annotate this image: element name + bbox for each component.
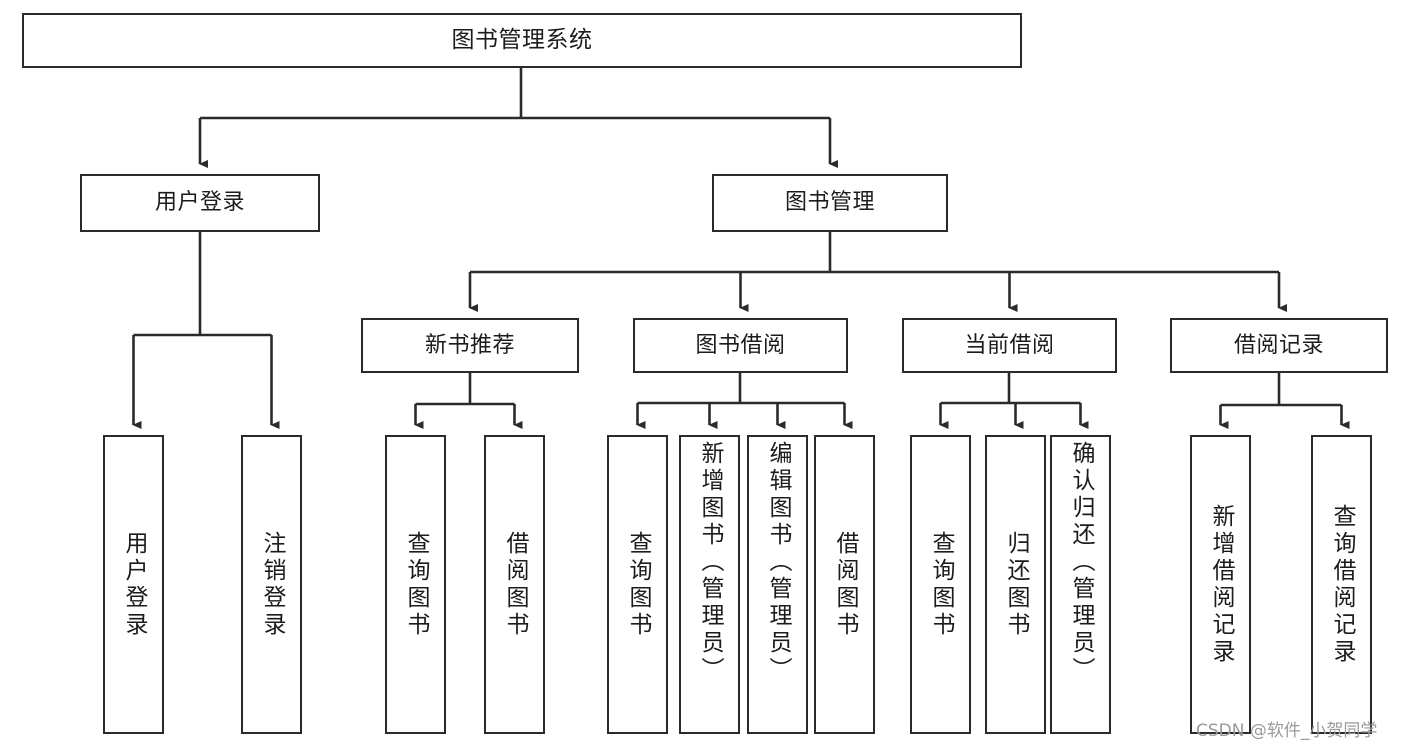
node-leaf-query-book-2[interactable]: 查询图书: [607, 435, 668, 734]
node-label: 新书推荐: [424, 332, 515, 358]
node-label: 借阅图书: [502, 530, 528, 639]
node-leaf-add-book[interactable]: 新增图书（管理员）: [679, 435, 740, 734]
node-label: 图书借阅: [695, 332, 786, 358]
node-label: 查询借阅记录: [1329, 503, 1355, 666]
node-leaf-borrow-book-2[interactable]: 借阅图书: [814, 435, 875, 734]
node-label: 用户登录: [121, 530, 147, 639]
node-label: 图书管理: [784, 190, 875, 216]
node-new-book-rec[interactable]: 新书推荐: [361, 318, 579, 373]
node-leaf-borrow-book-1[interactable]: 借阅图书: [484, 435, 545, 734]
node-label: 查询图书: [403, 530, 429, 639]
node-leaf-add-record[interactable]: 新增借阅记录: [1190, 435, 1251, 734]
node-label: 图书管理系统: [451, 26, 593, 53]
node-label: 确认归还（管理员）: [1068, 441, 1094, 684]
node-label: 查询图书: [928, 530, 954, 639]
node-user-login[interactable]: 用户登录: [80, 174, 320, 232]
node-root[interactable]: 图书管理系统: [22, 13, 1022, 68]
node-label: 查询图书: [625, 530, 651, 639]
node-label: 用户登录: [154, 190, 245, 216]
node-leaf-edit-book[interactable]: 编辑图书（管理员）: [747, 435, 808, 734]
node-leaf-query-book-3[interactable]: 查询图书: [910, 435, 971, 734]
node-leaf-query-record[interactable]: 查询借阅记录: [1311, 435, 1372, 734]
node-borrow-record[interactable]: 借阅记录: [1170, 318, 1388, 373]
node-leaf-logout[interactable]: 注销登录: [241, 435, 302, 734]
node-label: 当前借阅: [964, 332, 1055, 358]
node-leaf-return-book[interactable]: 归还图书: [985, 435, 1046, 734]
node-label: 编辑图书（管理员）: [765, 441, 791, 684]
node-label: 借阅记录: [1233, 332, 1324, 358]
node-leaf-user-login[interactable]: 用户登录: [103, 435, 164, 734]
node-label: 借阅图书: [832, 530, 858, 639]
node-book-manage[interactable]: 图书管理: [712, 174, 948, 232]
node-leaf-query-book-1[interactable]: 查询图书: [385, 435, 446, 734]
node-current-borrow[interactable]: 当前借阅: [902, 318, 1117, 373]
node-label: 新增借阅记录: [1208, 503, 1234, 666]
node-label: 归还图书: [1003, 530, 1029, 639]
edge-paths: [132, 68, 1350, 429]
watermark-text: CSDN @软件_小贺同学: [1196, 721, 1378, 741]
node-book-borrow[interactable]: 图书借阅: [633, 318, 848, 373]
node-label: 新增图书（管理员）: [697, 441, 723, 684]
node-leaf-confirm-return[interactable]: 确认归还（管理员）: [1050, 435, 1111, 734]
node-label: 注销登录: [259, 530, 285, 639]
